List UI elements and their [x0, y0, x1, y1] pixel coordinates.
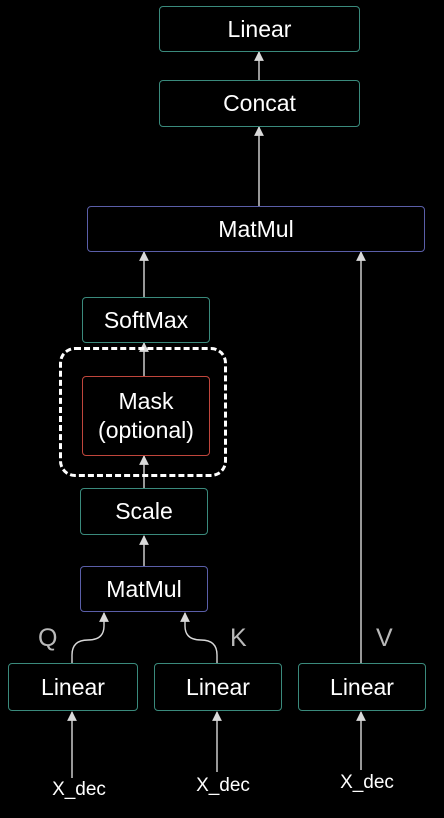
- linear-v-block: Linear: [298, 663, 426, 711]
- concat-block: Concat: [159, 80, 360, 127]
- input-x-dec-q: X_dec: [52, 779, 106, 800]
- q-branch-label: Q: [38, 624, 58, 652]
- linear-q-label: Linear: [41, 673, 105, 700]
- mask-label: Mask: [118, 388, 174, 415]
- linear-k-label: Linear: [186, 673, 250, 700]
- arrow-k-to-matmul: [180, 612, 218, 663]
- concat-label: Concat: [223, 90, 296, 117]
- matmul-bottom-label: MatMul: [106, 575, 182, 602]
- scale-block: Scale: [80, 488, 208, 535]
- scale-label: Scale: [115, 498, 173, 525]
- matmul-top-block: MatMul: [87, 206, 425, 252]
- mask-optional-label: (optional): [98, 417, 194, 443]
- linear-output-label: Linear: [227, 15, 292, 42]
- v-branch-label: V: [376, 624, 393, 652]
- optional-mask-region: [59, 347, 227, 477]
- k-branch-label: K: [230, 624, 247, 652]
- matmul-bottom-block: MatMul: [80, 566, 208, 612]
- input-x-dec-k: X_dec: [196, 775, 250, 796]
- linear-output-block: Linear: [159, 6, 360, 52]
- mask-block: Mask (optional): [82, 376, 210, 456]
- arrow-q-to-matmul: [71, 612, 109, 663]
- input-x-dec-v: X_dec: [340, 772, 394, 793]
- linear-q-block: Linear: [8, 663, 138, 711]
- softmax-block: SoftMax: [82, 297, 210, 343]
- softmax-label: SoftMax: [103, 306, 189, 333]
- matmul-top-label: MatMul: [218, 215, 294, 242]
- linear-k-block: Linear: [154, 663, 282, 711]
- linear-v-label: Linear: [330, 673, 394, 700]
